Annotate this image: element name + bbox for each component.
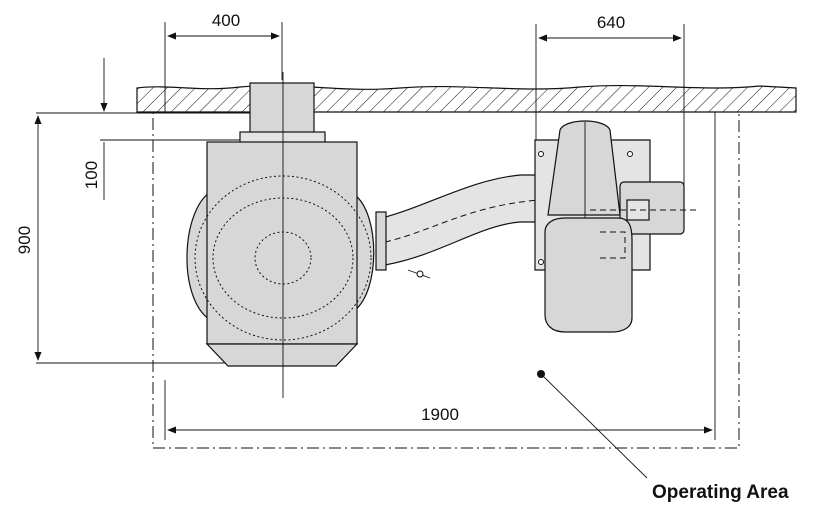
separator-tank — [186, 72, 375, 398]
burner-unit — [534, 120, 700, 333]
dim-label-100: 100 — [82, 161, 101, 189]
ceiling-hatch — [136, 84, 797, 113]
dim-label-1900: 1900 — [421, 405, 459, 424]
dim-label-400: 400 — [212, 11, 240, 30]
callout-leader — [540, 373, 648, 479]
dim-label-900: 900 — [15, 226, 34, 254]
dim-label-640: 640 — [597, 13, 625, 32]
connecting-pipe — [375, 174, 546, 279]
operating-area-label: Operating Area — [652, 482, 789, 503]
